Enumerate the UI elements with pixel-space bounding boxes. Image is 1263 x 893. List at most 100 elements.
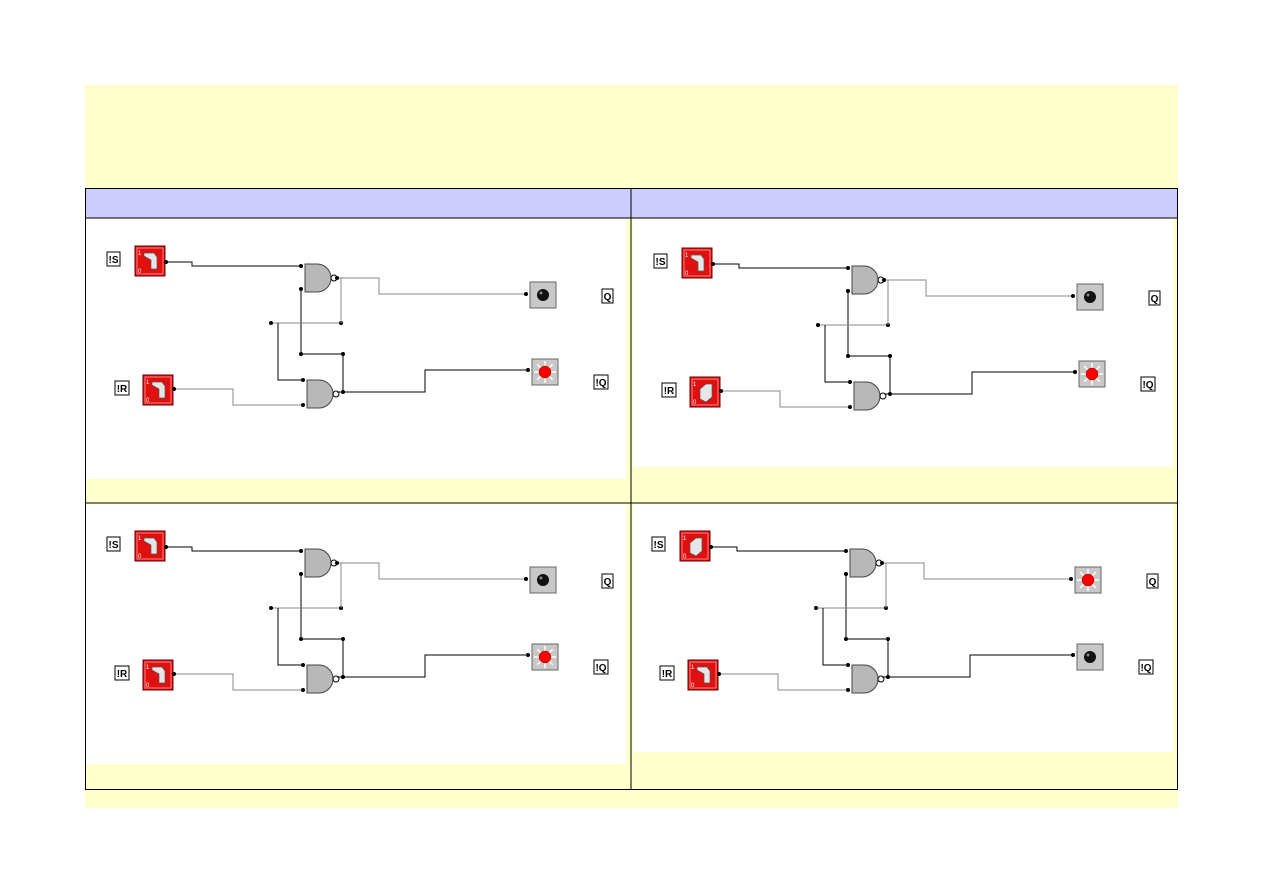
switch-not-r[interactable]: 10: [687, 659, 719, 691]
junction-dot: [341, 675, 345, 679]
label-not-r: !R: [117, 384, 128, 395]
label-not-r: !R: [662, 669, 673, 680]
nand-gate-body: [849, 548, 877, 578]
label-not-r: !R: [664, 386, 675, 397]
label-not-s: !S: [109, 255, 119, 266]
wire: [890, 371, 1075, 395]
junction-dot: [172, 387, 176, 391]
nand-gate-body: [306, 664, 334, 694]
nand-gate-body: [306, 379, 334, 409]
label-not-q-box: [593, 374, 609, 390]
junction-dot: [301, 378, 305, 382]
junction-dot: [717, 672, 721, 676]
led-lamp-on: [1081, 573, 1095, 587]
header-cell-right: [631, 188, 1178, 218]
led-q: [1076, 283, 1104, 311]
led-glow-ray: [1083, 365, 1089, 371]
switch-bevel: [144, 376, 172, 404]
led-glow-ray: [548, 648, 554, 654]
wire: [824, 325, 850, 383]
wire: [300, 289, 344, 393]
wire: [888, 654, 1073, 678]
label-q-box: [1146, 573, 1159, 589]
led-glow-ray: [1091, 571, 1097, 577]
switch-lever-up: [696, 666, 711, 684]
junction-dot: [164, 260, 168, 264]
junction-dot: [299, 572, 303, 576]
led-q: [529, 281, 557, 309]
nand-gate-bottom: [306, 664, 340, 694]
led-glow-ray: [1079, 571, 1085, 577]
switch-body: [134, 245, 166, 277]
wire: [719, 673, 848, 691]
label-q: Q: [1151, 294, 1159, 305]
nand-gate-body: [851, 265, 879, 295]
junction-dot: [335, 276, 339, 280]
nand-gate-bottom: [306, 379, 340, 409]
nand-gate-body: [304, 263, 332, 293]
junction-dot: [711, 262, 715, 266]
led-lamp-on: [538, 365, 552, 379]
switch-not-r[interactable]: 10: [142, 659, 174, 691]
wire: [884, 279, 889, 325]
nand-gate-top: [851, 265, 885, 295]
switch-mark-one: 1: [683, 536, 687, 542]
junction-dot: [814, 606, 818, 610]
led-glow-ray: [536, 660, 542, 666]
label-not-s: !S: [109, 540, 119, 551]
junction-dot: [888, 392, 892, 396]
junction-dot: [341, 390, 345, 394]
switch-mark-zero: 0: [138, 554, 142, 560]
switch-not-s[interactable]: 10: [679, 530, 711, 562]
wire: [166, 546, 301, 552]
led-housing: [529, 566, 557, 594]
wire: [343, 654, 528, 678]
nand-gate-body: [851, 664, 879, 694]
junction-dot: [846, 266, 850, 270]
junction-dot: [269, 321, 273, 325]
switch-lever-up: [143, 537, 158, 555]
switch-mark-one: 1: [138, 251, 142, 257]
led-glow-ray: [536, 648, 542, 654]
wire: [884, 279, 1073, 297]
switch-not-r[interactable]: 10: [689, 376, 721, 408]
switch-not-s[interactable]: 10: [134, 245, 166, 277]
wire: [174, 388, 303, 406]
junction-dot: [846, 688, 850, 692]
led-glow-ray: [536, 363, 542, 369]
junction-dot: [848, 380, 852, 384]
led-not-q: [531, 643, 559, 671]
led-lamp-on: [538, 650, 552, 664]
label-q: Q: [604, 292, 612, 303]
label-not-q-box: [593, 659, 609, 675]
label-not-q: !Q: [595, 663, 606, 674]
wire: [337, 277, 342, 323]
switch-mark-one: 1: [146, 380, 150, 386]
nand-gate-body: [853, 381, 881, 411]
led-glow-ray: [1079, 583, 1085, 589]
wire: [337, 562, 526, 580]
switch-not-r[interactable]: 10: [142, 374, 174, 406]
junction-dot: [526, 653, 530, 657]
led-glow-ray: [536, 375, 542, 381]
switch-body: [681, 247, 713, 279]
switch-bevel: [144, 661, 172, 689]
led-glow-ray: [1095, 365, 1101, 371]
label-not-s-box: [106, 536, 121, 552]
junction-dot: [341, 352, 345, 356]
junction-dot: [299, 549, 303, 553]
switch-mark-zero: 0: [146, 683, 150, 689]
led-lamp-off: [1084, 651, 1096, 663]
junction-dot: [816, 323, 820, 327]
wire: [337, 277, 526, 295]
junction-dot: [526, 368, 530, 372]
switch-not-s[interactable]: 10: [134, 530, 166, 562]
switch-mark-one: 1: [691, 665, 695, 671]
switch-mark-one: 1: [138, 536, 142, 542]
switch-not-s[interactable]: 10: [681, 247, 713, 279]
